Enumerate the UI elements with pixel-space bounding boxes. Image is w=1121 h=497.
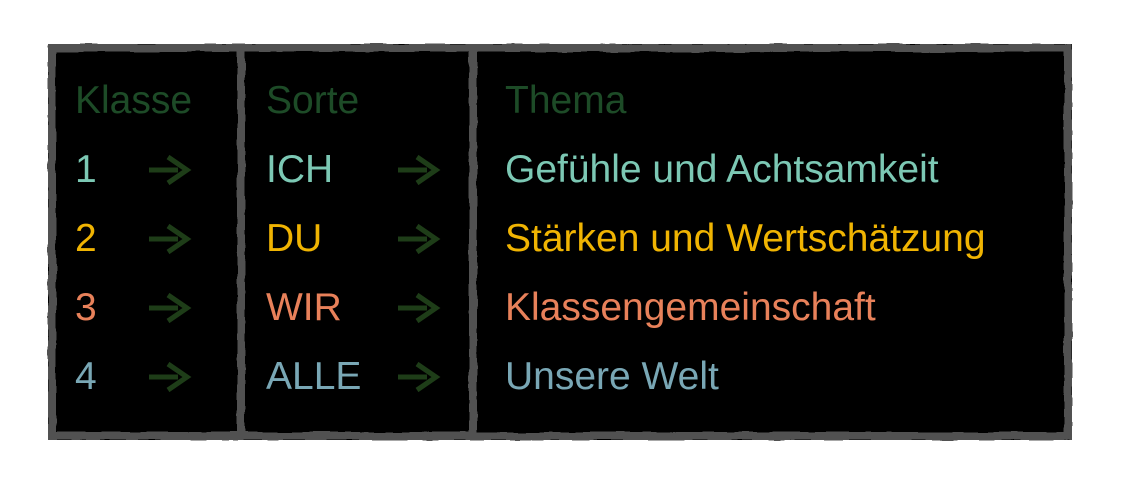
table-row-2-thema: Stärken und Wertschätzung [505,204,1064,273]
klasse-number: 4 [75,355,97,398]
table-row-3-thema: Klassengemeinschaft [505,273,1064,342]
themes-table: Klasse 1 2 3 4 Sorte [48,44,1072,440]
right-arrow-icon [148,223,192,255]
right-arrow-icon [148,154,192,186]
right-arrow-icon [148,361,192,393]
sorte-label: WIR [266,286,342,329]
column-thema: Thema Gefühle und Achtsamkeit Stärken un… [477,52,1064,432]
right-arrow-icon [148,292,192,324]
klasse-number: 1 [75,148,97,191]
klasse-number: 2 [75,217,97,260]
header-label: Sorte [266,79,360,122]
column-header-sorte: Sorte [266,66,469,135]
table-row-3-sorte: WIR [266,273,469,342]
thema-label: Stärken und Wertschätzung [505,217,986,260]
header-label: Klasse [75,79,193,122]
table-row-3-klasse: 3 [75,273,237,342]
table-row-2-klasse: 2 [75,204,237,273]
sorte-label: ALLE [266,355,362,398]
column-sorte: Sorte ICH DU WIR ALLE [245,52,469,432]
thema-label: Unsere Welt [505,355,719,398]
column-klasse: Klasse 1 2 3 4 [56,52,237,432]
klasse-number: 3 [75,286,97,329]
right-arrow-icon [397,154,441,186]
column-header-thema: Thema [505,66,1064,135]
right-arrow-icon [397,361,441,393]
sorte-label: DU [266,217,323,260]
header-label: Thema [505,79,627,122]
thema-label: Gefühle und Achtsamkeit [505,148,939,191]
thema-label: Klassengemeinschaft [505,286,876,329]
table-columns: Klasse 1 2 3 4 Sorte [56,52,1064,432]
sorte-label: ICH [266,148,334,191]
table-row-4-klasse: 4 [75,342,237,411]
table-row-1-thema: Gefühle und Achtsamkeit [505,135,1064,204]
table-row-4-thema: Unsere Welt [505,342,1064,411]
table-row-1-sorte: ICH [266,135,469,204]
right-arrow-icon [397,223,441,255]
right-arrow-icon [397,292,441,324]
table-row-4-sorte: ALLE [266,342,469,411]
table-row-2-sorte: DU [266,204,469,273]
column-header-klasse: Klasse [75,66,237,135]
table-row-1-klasse: 1 [75,135,237,204]
